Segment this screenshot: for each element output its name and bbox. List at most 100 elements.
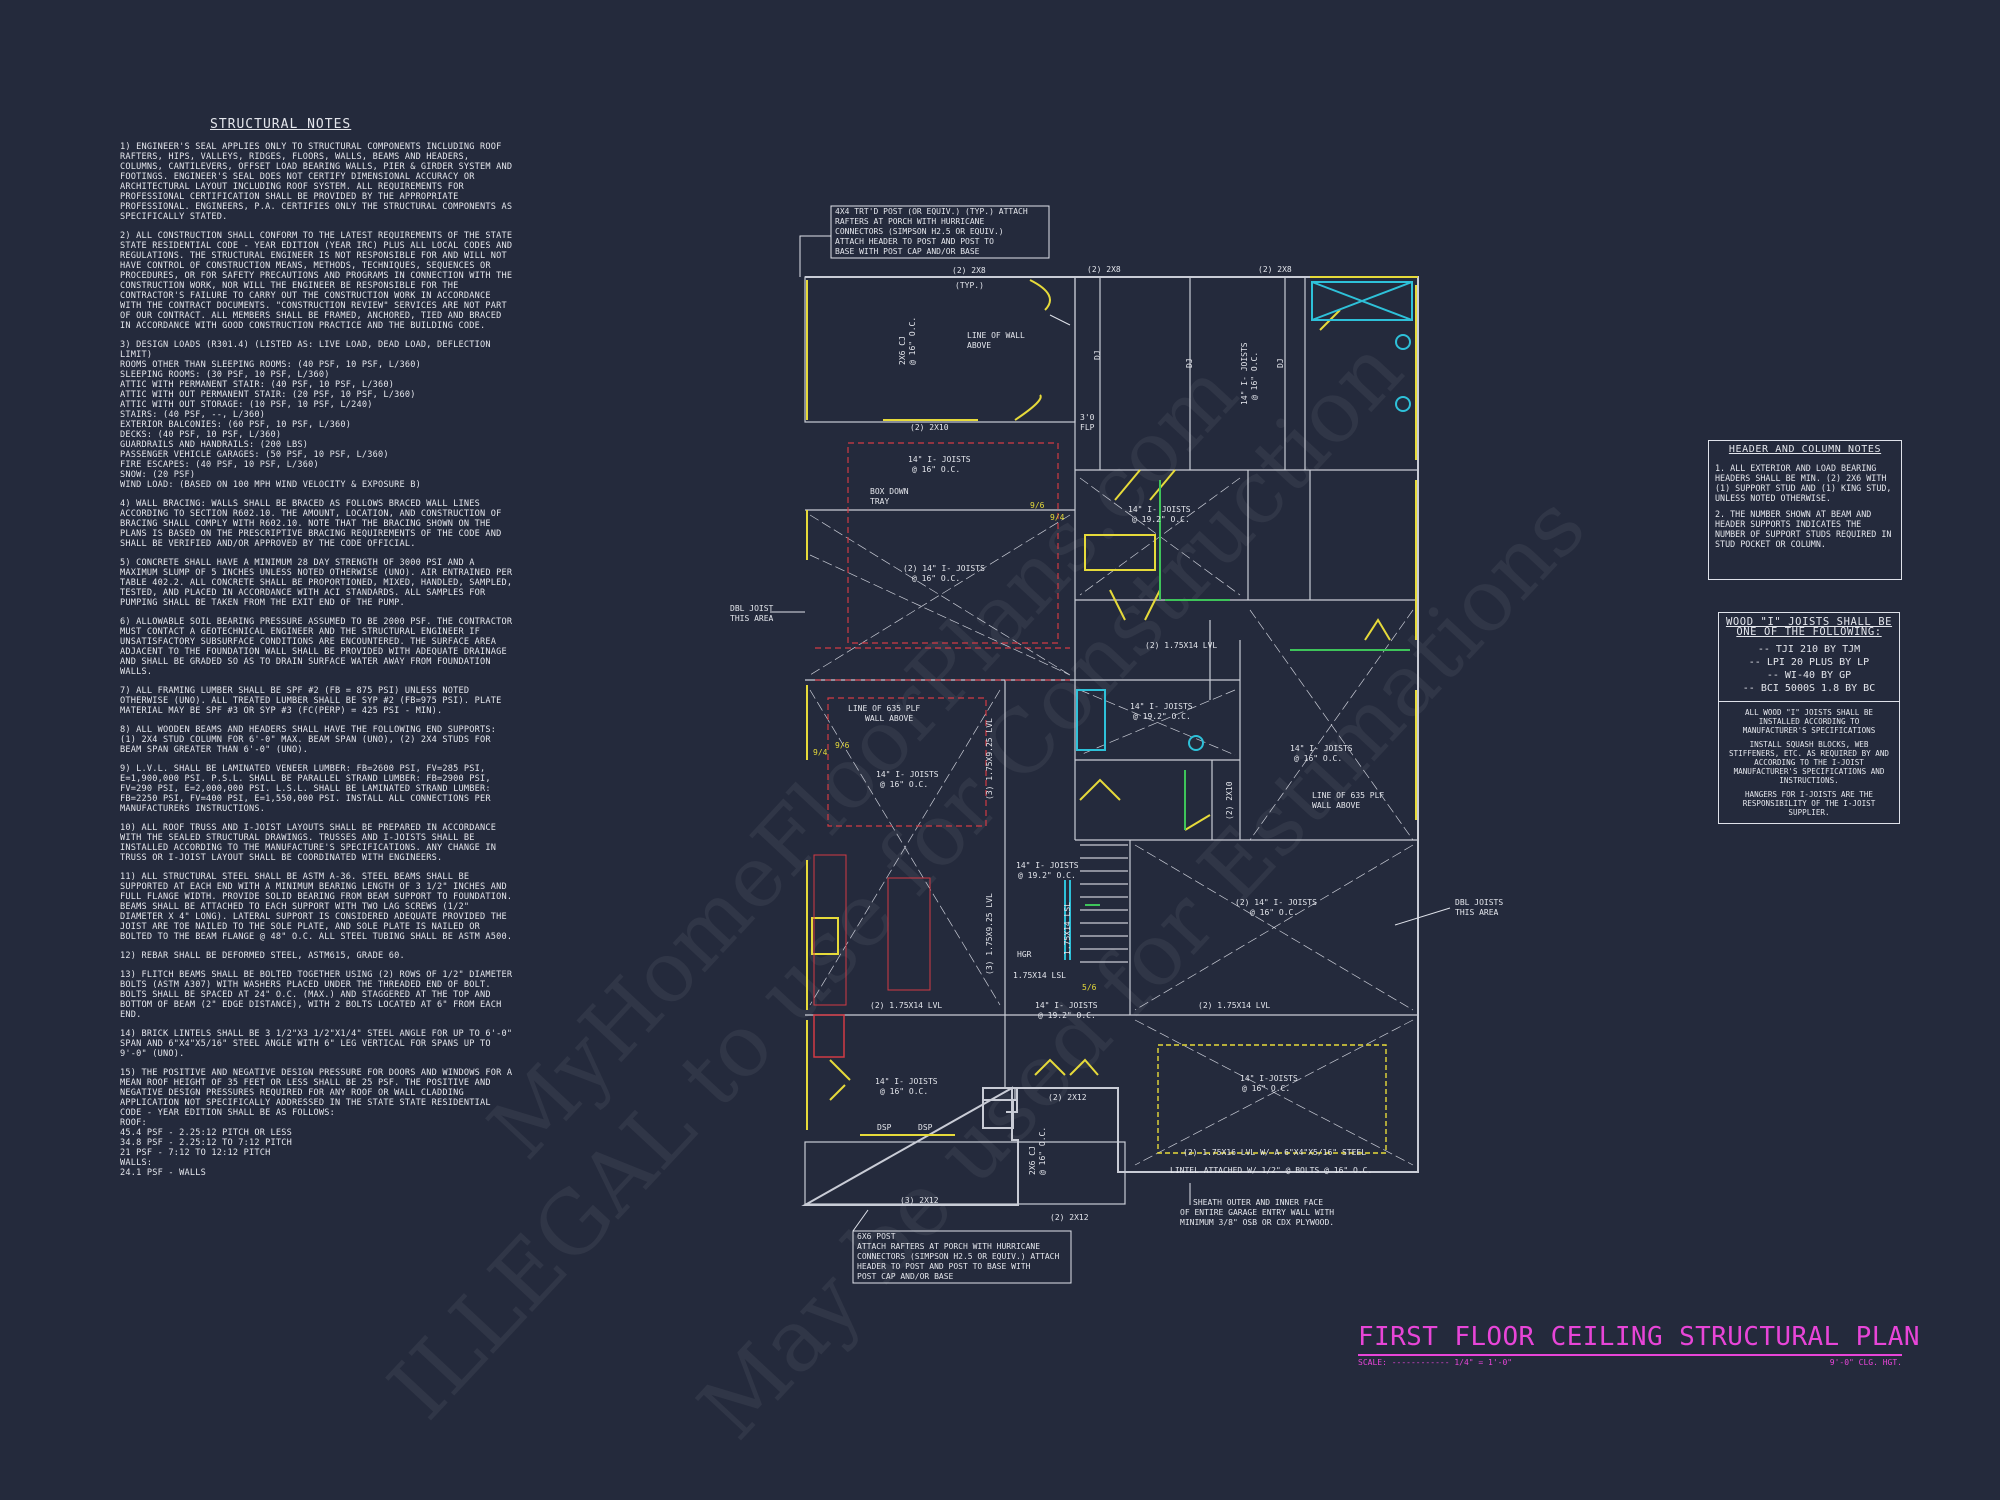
plan-label: (3) 1.75x9.25 LVL: [985, 893, 994, 975]
plan-label: @ 19.2" O.C.: [1133, 712, 1191, 721]
plan-label: 3'0: [1080, 413, 1095, 422]
plan-label: (2) 2x10: [1225, 781, 1234, 820]
plan-label: (2) 1.75x14 LVL: [870, 1001, 942, 1010]
plan-label: (2) 1.75x16 LVL w/ A 6"x4"x5/16" STEEL: [1183, 1148, 1366, 1157]
joist-span-diagonal: [809, 514, 1071, 676]
plan-label: (2) 2x8: [1258, 265, 1292, 274]
kitchen-island: [887, 877, 931, 991]
plan-label: 14" I- JOISTS: [908, 455, 971, 464]
callout-text: ATTACH RAFTERS AT PORCH WITH HURRICANE: [857, 1242, 1040, 1251]
note-item: 2) ALL CONSTRUCTION SHALL CONFORM TO THE…: [120, 231, 513, 331]
plan-label: (2) 14" I- JOISTS: [1235, 898, 1317, 907]
green-wall-accent: [1085, 480, 1410, 906]
plan-label: @ 16" O.C.: [1294, 754, 1342, 763]
garage-door-outline: [1157, 1044, 1387, 1154]
callout-text: POST CAP AND/OR BASE: [857, 1272, 954, 1281]
i-joist-notes: WOOD "I" JOISTS SHALL BE ONE OF THE FOLL…: [1718, 612, 1900, 824]
header-support-label: 5/6: [1082, 983, 1097, 992]
i-joist-options: -- TJI 210 BY TJM -- LPI 20 PLUS BY LP -…: [1725, 643, 1893, 695]
plan-label: FLP: [1080, 423, 1095, 432]
plan-label: 1.75x14 LSL: [1063, 902, 1072, 955]
plan-label: @ 16" O.C.: [1242, 1084, 1290, 1093]
plan-label: @ 19.2" O.C.: [1132, 515, 1190, 524]
range: [811, 917, 839, 955]
plan-label: DSP: [877, 1123, 892, 1132]
plan-label: THIS AREA: [730, 614, 774, 623]
callout-text: SHEATH OUTER AND INNER FACE: [1193, 1198, 1323, 1207]
red-beam-line: [815, 647, 1070, 681]
plan-label: WALL ABOVE: [1312, 801, 1360, 810]
dbl-joist-area: [827, 697, 987, 827]
callout-text: BASE WITH POST CAP AND/OR BASE: [835, 247, 980, 256]
plan-label: HGR: [1017, 950, 1032, 959]
plan-label: @ 16" O.C.: [912, 465, 960, 474]
structural-notes: STRUCTURAL NOTES 1) ENGINEER'S SEAL APPL…: [120, 118, 515, 1187]
plan-label: (TYP.): [955, 281, 984, 290]
plan-label: TRAY: [870, 497, 889, 506]
porch-bottom-callout-box: [852, 1230, 1072, 1284]
plan-label: (2) 2x12: [1048, 1093, 1087, 1102]
plan-label: LINTEL ATTACHED w/ 1/2" @ BOLTS @ 16" O.…: [1170, 1166, 1372, 1175]
plan-label: 2x6 CJ: [898, 336, 907, 365]
cyan-fixture: [1064, 281, 1413, 960]
plan-label: 14" I- JOISTS: [1240, 342, 1249, 405]
plan-label: (2) 1.75x14 LVL: [1145, 641, 1217, 650]
plan-label: 14" I-JOISTS: [1240, 1074, 1298, 1083]
note-item: 6) ALLOWABLE SOIL BEARING PRESSURE ASSUM…: [120, 617, 513, 677]
porch-top-callout-box: [830, 205, 1050, 259]
plan-label: DJ: [1093, 350, 1102, 360]
note-item: 15) THE POSITIVE AND NEGATIVE DESIGN PRE…: [120, 1068, 513, 1178]
counter: [813, 1014, 845, 1058]
plan-label: @ 19.2" O.C.: [1018, 871, 1076, 880]
plan-label: ABOVE: [967, 341, 991, 350]
header-note-item: 1. ALL EXTERIOR AND LOAD BEARING HEADERS…: [1715, 463, 1892, 503]
note-item: 8) ALL WOODEN BEAMS AND HEADERS SHALL HA…: [120, 725, 497, 755]
plan-label: LINE OF WALL: [967, 331, 1025, 340]
plan-label: (2) 14" I- JOISTS: [903, 564, 985, 573]
plan-label: DJ: [1185, 358, 1194, 368]
callout-text: 6x6 POST: [857, 1232, 896, 1241]
interior-walls: [805, 277, 1418, 1100]
plan-label: 2x6 CJ: [1028, 1146, 1037, 1175]
door-swing: [829, 279, 1391, 1101]
plan-label: (3) 1.75x9.25 LVL: [985, 718, 994, 800]
plan-label: (2) 1.75x14 LVL: [1198, 1001, 1270, 1010]
callout-text: MINIMUM 3/8" OSB OR CDX PLYWOOD.: [1180, 1218, 1334, 1227]
plan-label: (2) 2x10: [910, 423, 949, 432]
note-item: 5) CONCRETE SHALL HAVE A MINIMUM 28 DAY …: [120, 558, 513, 608]
i-joist-sub-note: INSTALL SQUASH BLOCKS, WEB STIFFENERS, E…: [1728, 740, 1889, 785]
plan-label: @ 16" O.C.: [912, 574, 960, 583]
plan-label: @ 16" O.C.: [1250, 908, 1298, 917]
i-joist-notes-heading: WOOD "I" JOISTS SHALL BE ONE OF THE FOLL…: [1725, 616, 1893, 638]
note-item: 7) ALL FRAMING LUMBER SHALL BE SPF #2 (F…: [120, 686, 502, 716]
i-joist-option: -- TJI 210 BY TJM: [1757, 644, 1861, 655]
note-item: 14) BRICK LINTELS SHALL BE 3 1/2"x3 1/2"…: [120, 1029, 513, 1059]
callout-text: 4x4 TRT'D POST (OR EQUIV.) (TYP.) ATTACH: [835, 207, 1028, 216]
plan-label: THIS AREA: [1455, 908, 1499, 917]
i-joist-sub-note: ALL WOOD "I" JOISTS SHALL BE INSTALLED A…: [1742, 708, 1876, 735]
plan-label: DJ: [1276, 358, 1285, 368]
note-item: 3) DESIGN LOADS (R301.4) (LISTED AS: LIV…: [120, 340, 491, 490]
plan-label: 14" I- JOISTS: [1130, 702, 1193, 711]
plan-label: DBL JOIST: [730, 604, 774, 613]
plan-label: 14" I- JOISTS: [1128, 505, 1191, 514]
plan-label: 14" I- JOISTS: [875, 1077, 938, 1086]
header-support-label: 9/4: [1050, 513, 1065, 522]
callout-text: CONNECTORS (SIMPSON H2.5 OR EQUIV.) ATTA…: [857, 1252, 1059, 1261]
i-joist-sub-notes: ALL WOOD "I" JOISTS SHALL BE INSTALLED A…: [1719, 701, 1899, 817]
plan-label: @ 16" O.C.: [908, 317, 917, 365]
toilet: [1395, 396, 1411, 412]
drawing-title-block: FIRST FLOOR CEILING STRUCTURAL PLAN SCAL…: [1358, 1322, 1919, 1367]
header-support-label: 9/4: [813, 748, 828, 757]
toilet: [1188, 735, 1204, 751]
i-joist-sub-note: HANGERS FOR I-JOISTS ARE THE RESPONSIBIL…: [1742, 790, 1876, 817]
plan-label: LINE OF 635 PLF: [1312, 791, 1384, 800]
plan-label: BOX DOWN: [870, 487, 909, 496]
drawing-title: FIRST FLOOR CEILING STRUCTURAL PLAN: [1358, 1322, 1919, 1356]
drawing-scale: SCALE: ------------ 1/4" = 1'-0": [1358, 1358, 1513, 1367]
note-item: 9) L.V.L. SHALL BE LAMINATED VENEER LUMB…: [120, 764, 491, 814]
note-item: 4) WALL BRACING: WALLS SHALL BE BRACED A…: [120, 499, 502, 549]
note-item: 13) FLITCH BEAMS SHALL BE BOLTED TOGETHE…: [120, 970, 513, 1020]
callout-leader: [770, 235, 1451, 1232]
plan-label: 14" I- JOISTS: [1035, 1001, 1098, 1010]
